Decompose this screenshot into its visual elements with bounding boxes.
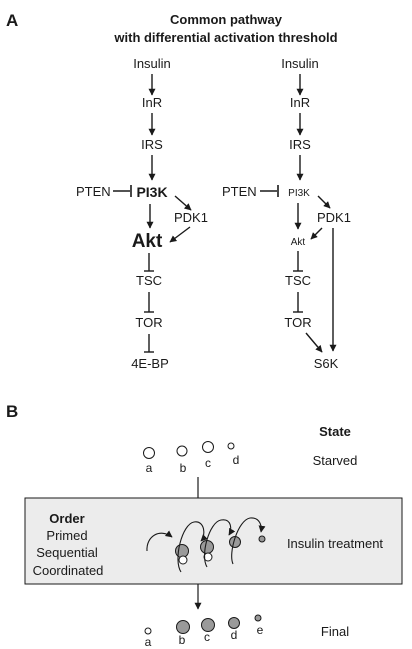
left-4ebp-node: 4E-BP: [131, 356, 169, 371]
left-pi3k-node: PI3K: [136, 184, 167, 200]
final-circle-b: [176, 620, 190, 634]
treatment-circle-e: [258, 535, 266, 543]
left-insulin-node: Insulin: [133, 56, 171, 71]
panel-a-label: A: [6, 11, 18, 30]
left-pten-node: PTEN: [76, 184, 111, 199]
treatment-circle-c-residual: [203, 552, 213, 562]
right-akt-node: Akt: [291, 237, 306, 248]
order-coordinated: Coordinated: [33, 563, 104, 578]
final-circles: a b c d e: [144, 614, 264, 649]
final-letter-d: d: [231, 628, 238, 642]
treatment-circle-b: [175, 544, 189, 558]
final-circle-d: [228, 617, 240, 629]
right-arrow-pi3k-pdk1: [317, 195, 331, 209]
loop-arrow-a-b: [146, 530, 173, 552]
left-arrow-pi3k-pdk1: [174, 195, 192, 211]
final-circle-a: [144, 627, 152, 635]
panel-a-title-line2: with differential activation threshold: [113, 30, 337, 45]
starved-circles: a b c d: [143, 441, 240, 475]
loop-arrow-d-e: [231, 517, 266, 565]
state-header: State: [319, 424, 351, 439]
order-sequential: Sequential: [36, 545, 98, 560]
order-header: Order: [49, 511, 84, 526]
starved-letter-c: c: [205, 456, 211, 470]
starved-circle-c: [202, 441, 214, 453]
right-pi3k-node: PI3K: [288, 188, 310, 199]
state-insulin-treatment-label: Insulin treatment: [287, 536, 383, 551]
left-arrow-pdk1-akt: [169, 226, 191, 243]
left-akt-node: Akt: [132, 231, 163, 252]
right-tor-node: TOR: [284, 315, 311, 330]
right-pten-node: PTEN: [222, 184, 257, 199]
insulin-treatment-box: [24, 497, 403, 585]
treatment-circle-c: [200, 540, 214, 554]
right-inr-node: InR: [290, 95, 310, 110]
starved-circle-d: [227, 442, 235, 450]
state-starved-label: Starved: [313, 453, 358, 468]
right-insulin-node: Insulin: [281, 56, 319, 71]
final-circle-c: [201, 618, 215, 632]
left-irs-node: IRS: [141, 137, 163, 152]
final-letter-e: e: [257, 623, 264, 637]
starved-circle-b: [176, 445, 188, 457]
starved-letter-b: b: [180, 461, 187, 475]
panel-a-title-line1: Common pathway: [170, 12, 283, 27]
left-tor-node: TOR: [135, 315, 162, 330]
sequential-loop-arrows: [146, 517, 266, 573]
left-tsc-node: TSC: [136, 273, 162, 288]
right-pathway: Insulin InR IRS PTEN PI3K PDK1 Akt TSC T…: [222, 56, 351, 371]
treatment-circle-b-residual: [178, 555, 188, 565]
final-circle-e: [254, 614, 262, 622]
right-arrow-pdk1-akt: [310, 227, 323, 240]
right-arrow-tor-s6k: [305, 332, 323, 353]
left-pathway: Insulin InR IRS PTEN PI3K PDK1 Akt TSC T…: [76, 56, 208, 371]
state-final-label: Final: [321, 624, 349, 639]
right-irs-node: IRS: [289, 137, 311, 152]
starved-letter-d: d: [233, 453, 240, 467]
loop-arrow-c-d: [203, 519, 236, 568]
panel-b-label: B: [6, 402, 18, 421]
left-pdk1-node: PDK1: [174, 210, 208, 225]
order-primed: Primed: [46, 528, 87, 543]
left-inr-node: InR: [142, 95, 162, 110]
final-letter-c: c: [204, 630, 210, 644]
final-letter-b: b: [179, 633, 186, 647]
starved-letter-a: a: [146, 461, 153, 475]
final-letter-a: a: [145, 635, 152, 649]
starved-circle-a: [143, 447, 155, 459]
loop-arrow-b-c: [177, 521, 208, 573]
right-tsc-node: TSC: [285, 273, 311, 288]
right-pdk1-node: PDK1: [317, 210, 351, 225]
right-s6k-node: S6K: [314, 356, 339, 371]
